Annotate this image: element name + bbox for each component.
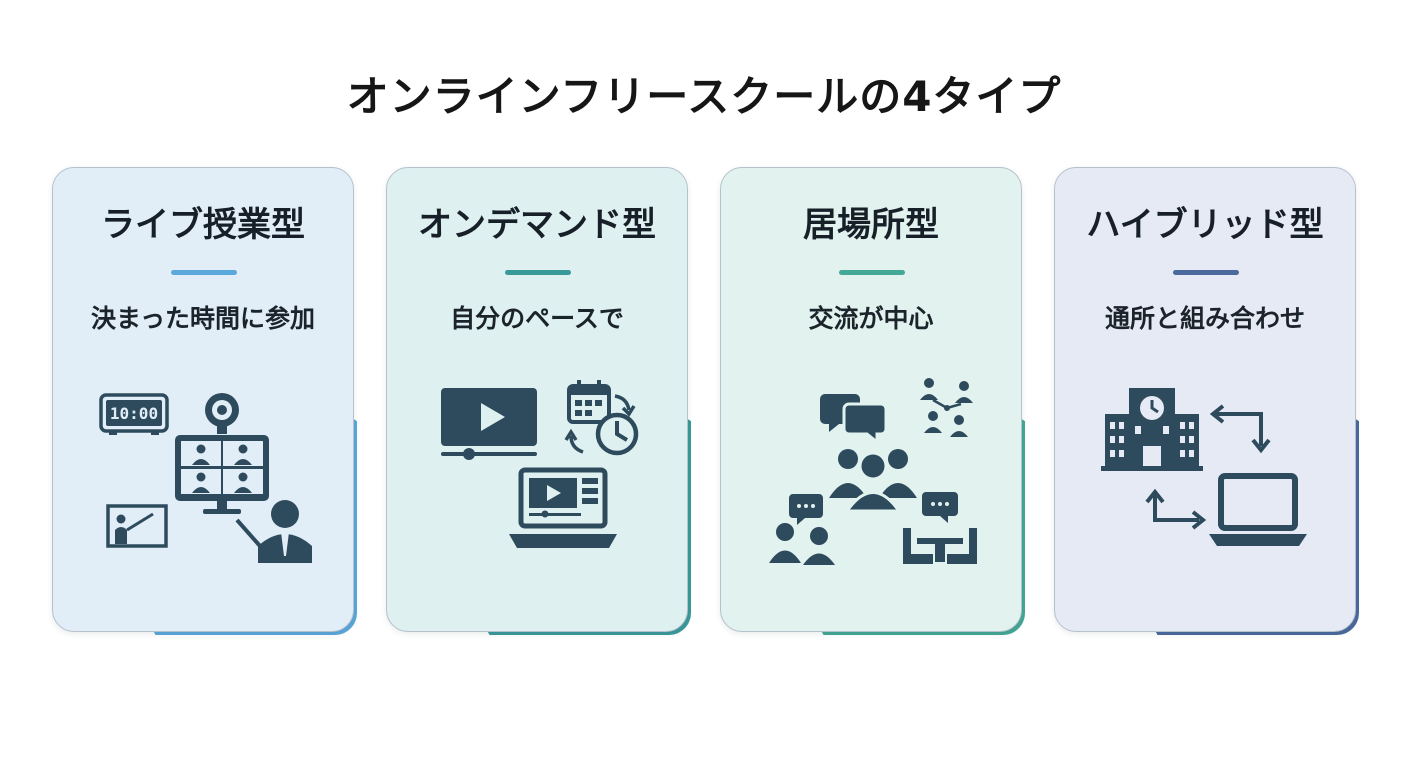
card-illustration (769, 378, 977, 565)
card-on-demand: オンデマンド型 自分のペースで (386, 167, 691, 635)
digital-clock-icon: 10:00 (99, 393, 169, 435)
card-divider (505, 270, 571, 275)
card-hybrid: ハイブリッド型 通所と組み合わせ (1054, 167, 1359, 635)
card-body: ハイブリッド型 通所と組み合わせ (1054, 167, 1356, 632)
card-divider (1173, 270, 1239, 275)
clock-readout: 10:00 (110, 404, 158, 423)
card-title: 居場所型 (803, 205, 939, 245)
video-conference-grid-icon (175, 435, 269, 514)
chatting-pair-icon (769, 494, 835, 565)
arrow-exchange-icon (1145, 404, 1271, 530)
group-people-icon (829, 449, 917, 513)
card-subtitle: 交流が中心 (808, 304, 934, 333)
card-subtitle: 自分のペースで (450, 304, 624, 333)
card-ibasho: 居場所型 交流が中心 (720, 167, 1025, 635)
speech-bubbles-icon (820, 394, 888, 446)
card-divider (839, 270, 905, 275)
card-body: 居場所型 交流が中心 (720, 167, 1022, 632)
card-title: ハイブリッド型 (1086, 205, 1324, 245)
card-live: ライブ授業型 決まった時間に参加 10:00 (52, 167, 357, 635)
calendar-clock-icon (564, 380, 639, 456)
laptop-video-icon (509, 467, 617, 548)
card-divider (171, 270, 237, 275)
card-body: オンデマンド型 自分のペースで (386, 167, 688, 632)
webcam-icon (205, 393, 239, 434)
card-subtitle: 通所と組み合わせ (1104, 304, 1305, 333)
school-building-icon (1101, 388, 1203, 471)
card-title: オンデマンド型 (418, 205, 656, 245)
card-illustration: 10:00 (99, 393, 312, 563)
meeting-table-icon (903, 492, 977, 564)
card-illustration (1101, 388, 1307, 546)
card-subtitle: 決まった時間に参加 (90, 304, 315, 333)
card-title: ライブ授業型 (101, 205, 305, 245)
page-title: オンラインフリースクールの4タイプ (346, 72, 1062, 121)
card-body: ライブ授業型 決まった時間に参加 10:00 (52, 167, 354, 632)
network-people-icon (920, 378, 973, 437)
video-player-icon (441, 388, 537, 460)
presenter-icon (235, 500, 312, 563)
whiteboard-teacher-icon (106, 504, 168, 548)
card-illustration (441, 380, 639, 548)
laptop-icon (1209, 473, 1307, 546)
